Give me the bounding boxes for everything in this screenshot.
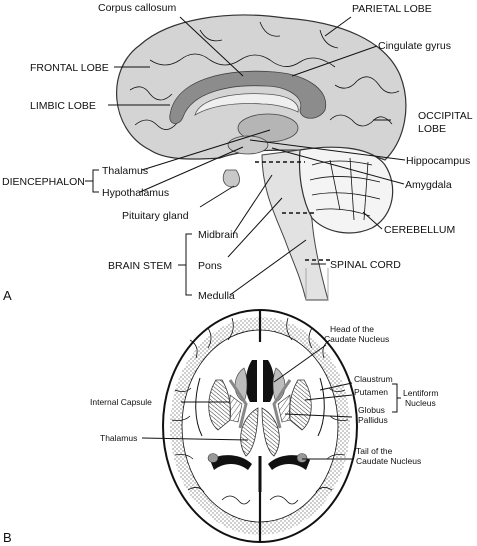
label-parietal-lobe: PARIETAL LOBE <box>352 3 432 15</box>
label-frontal-lobe: FRONTAL LOBE <box>30 62 109 74</box>
label-lentiform-line1: Lentiform <box>403 388 438 398</box>
label-internal-capsule: Internal Capsule <box>90 397 152 407</box>
label-occipital-lobe-line1: OCCIPITAL <box>418 110 473 122</box>
label-lentiform-line2: Nucleus <box>405 398 436 408</box>
label-globus-pallidus-line2: Pallidus <box>358 415 388 425</box>
label-spinal-cord: SPINAL CORD <box>330 259 401 271</box>
label-medulla: Medulla <box>198 290 235 302</box>
label-diencephalon: DIENCEPHALON <box>2 176 85 188</box>
label-occipital-lobe-line2: LOBE <box>418 123 446 135</box>
label-claustrum: Claustrum <box>354 374 393 384</box>
label-thalamus-b: Thalamus <box>100 433 137 443</box>
label-tail-caudate-line2: Caudate Nucleus <box>356 456 421 466</box>
panel-b-axial-brain: Head of the Caudate Nucleus Claustrum Pu… <box>3 309 438 545</box>
label-hippocampus: Hippocampus <box>406 155 470 167</box>
label-head-caudate-line1: Head of the <box>330 324 374 334</box>
label-limbic-lobe: LIMBIC LOBE <box>30 100 96 112</box>
cerebellum <box>298 146 394 234</box>
panel-a-sagittal-brain: Corpus callosum PARIETAL LOBE FRONTAL LO… <box>2 2 473 303</box>
label-cingulate-gyrus: Cingulate gyrus <box>378 40 451 52</box>
label-corpus-callosum: Corpus callosum <box>98 2 176 14</box>
label-cerebellum: CEREBELLUM <box>384 224 455 236</box>
label-tail-caudate-line1: Tail of the <box>356 446 393 456</box>
label-pons: Pons <box>198 260 222 272</box>
label-pituitary-gland: Pituitary gland <box>122 210 189 222</box>
label-brain-stem: BRAIN STEM <box>108 260 172 272</box>
label-putamen: Putamen <box>354 387 388 397</box>
label-midbrain: Midbrain <box>198 229 238 241</box>
panel-a-letter: A <box>3 288 12 303</box>
panel-b-letter: B <box>3 530 12 545</box>
label-globus-pallidus-line1: Globus <box>358 405 385 415</box>
label-amygdala: Amygdala <box>405 179 452 191</box>
label-head-caudate-line2: Caudate Nucleus <box>324 334 389 344</box>
label-thalamus-a: Thalamus <box>102 165 148 177</box>
cingulate-band <box>169 70 327 124</box>
label-hypothalamus: Hypothalamus <box>102 187 169 199</box>
